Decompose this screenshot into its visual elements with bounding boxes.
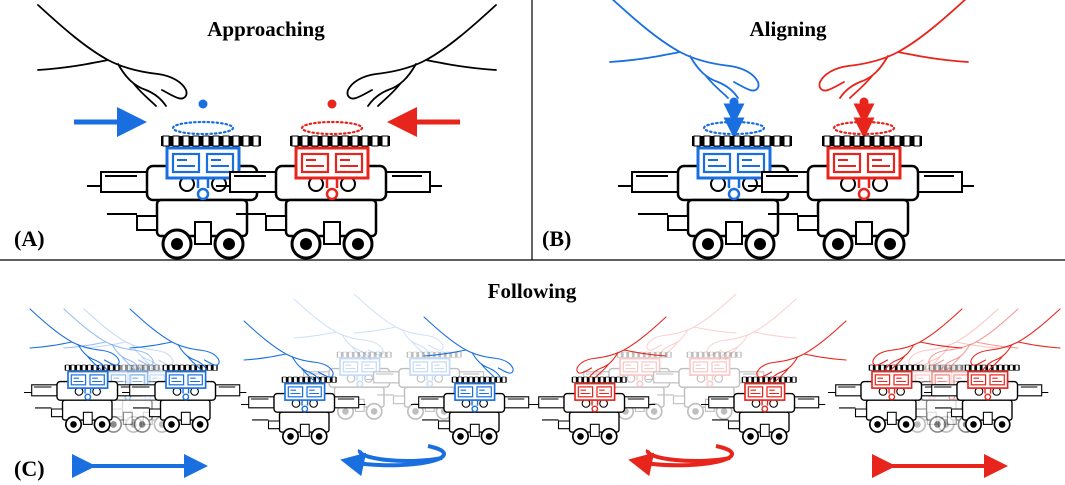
title-following: Following (488, 279, 577, 303)
sensor-field-blue (702, 120, 766, 136)
hand-icon (970, 308, 1061, 371)
panel-a (37, 4, 497, 258)
panel-label-b: (B) (542, 226, 571, 251)
sensor-dot-icon (198, 99, 208, 109)
sensor-dot-icon (327, 99, 337, 109)
following-red-translate (828, 308, 1061, 478)
hand-icon (129, 308, 220, 371)
rotate-arrow-icon (352, 444, 446, 465)
hand-icon (818, 0, 969, 99)
sensor-field-blue (171, 120, 235, 136)
title-aligning: Aligning (749, 17, 827, 41)
hand-icon (37, 4, 188, 107)
following-blue-translate (24, 308, 246, 478)
panel-c (24, 293, 1061, 478)
following-red-rotate (531, 293, 847, 465)
sensor-dot-icon (729, 97, 739, 107)
hand-icon (346, 4, 497, 107)
hand-icon (756, 320, 847, 383)
following-blue-rotate (241, 293, 535, 465)
panel-b (609, 0, 974, 258)
sensor-field-red (832, 120, 896, 136)
panel-label-c: (C) (14, 456, 45, 481)
hand-icon (243, 320, 334, 383)
sensor-dot-icon (859, 97, 869, 107)
title-approaching: Approaching (207, 17, 325, 41)
hand-icon (872, 308, 963, 371)
hand-icon (609, 0, 760, 99)
panel-label-a: (A) (14, 226, 45, 251)
sensor-field-red (300, 120, 364, 136)
rotate-arrow-icon (640, 444, 734, 465)
